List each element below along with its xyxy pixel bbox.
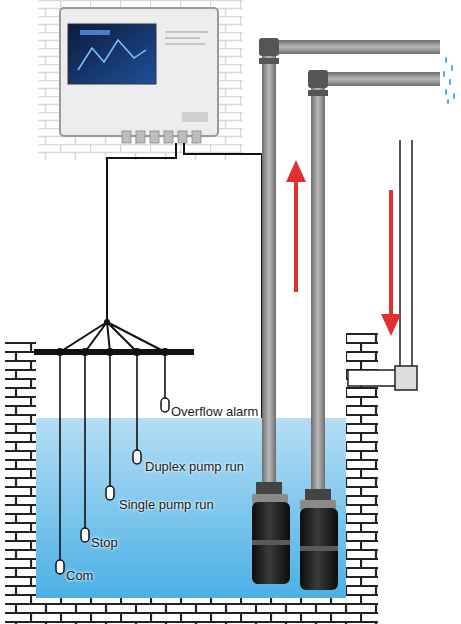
back-wall — [38, 0, 243, 160]
submersible-pump — [252, 482, 290, 584]
inlet-pipe — [348, 140, 417, 390]
probe-label: Com — [66, 568, 93, 583]
probe-label: Overflow alarm — [171, 404, 258, 419]
water-drops — [444, 58, 454, 103]
submersible-pump — [300, 489, 338, 590]
probe-label: Duplex pump run — [145, 459, 244, 474]
probe-tip — [56, 398, 169, 574]
flow-arrow — [286, 160, 401, 336]
cable — [107, 143, 262, 462]
probe-label: Stop — [91, 535, 118, 550]
probe-label: Single pump run — [119, 497, 214, 512]
discharge-pipe — [259, 38, 440, 494]
control-panel — [60, 8, 218, 143]
level-probe — [60, 352, 165, 562]
pit-wall — [5, 342, 36, 604]
pit-floor — [5, 598, 378, 624]
probe-holder — [34, 319, 194, 356]
water — [35, 418, 347, 600]
